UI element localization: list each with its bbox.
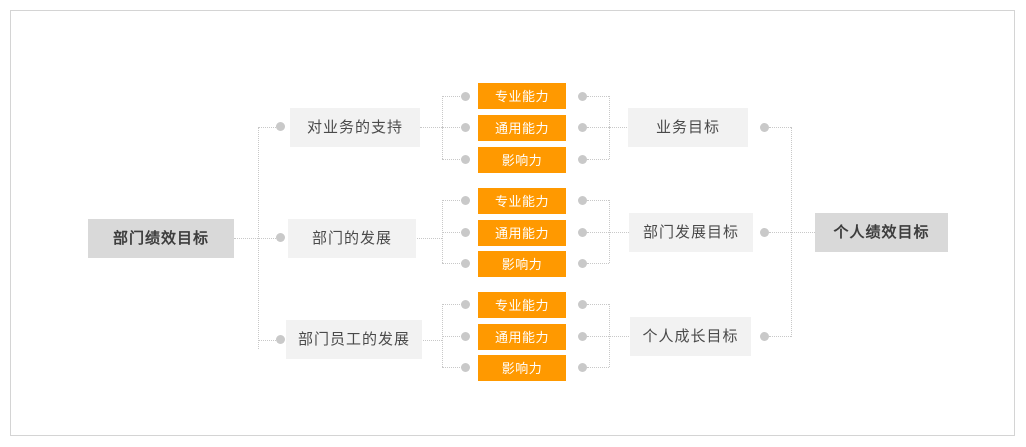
connector-dot-b2-skill-2 xyxy=(461,228,470,237)
root-node-department-performance-goal[interactable]: 部门绩效目标 xyxy=(88,219,234,258)
connector-dot-branch-2 xyxy=(276,233,285,242)
branch-node-business-support[interactable]: 对业务的支持 xyxy=(290,108,420,147)
connector-final-stub xyxy=(791,232,815,233)
connector-dot-b2-out-3 xyxy=(578,259,587,268)
connector-dot-branch-1 xyxy=(276,122,285,131)
goal-node-business-goal[interactable]: 业务目标 xyxy=(628,108,748,147)
skill-node-influence-2[interactable]: 影响力 xyxy=(478,251,566,277)
connector-branch-1-stub xyxy=(420,127,442,128)
connector-dot-b3-out-3 xyxy=(578,363,587,372)
goal-node-personal-growth-goal[interactable]: 个人成长目标 xyxy=(630,317,751,356)
connector-dot-b1-skill-3 xyxy=(461,155,470,164)
connector-branch-2-skill-1 xyxy=(442,200,464,201)
connector-b2-out-3 xyxy=(587,263,609,264)
connector-b1-out-2 xyxy=(587,127,609,128)
connector-root-to-branch-1 xyxy=(258,127,280,128)
connector-dot-b3-skill-3 xyxy=(461,363,470,372)
connector-branch-3-skill-2 xyxy=(442,336,464,337)
connector-dot-b3-out-1 xyxy=(578,300,587,309)
connector-dot-b3-out-2 xyxy=(578,332,587,341)
connector-branch-3-stub xyxy=(421,340,442,341)
connector-b3-merge-spine xyxy=(609,304,610,367)
connector-branch-2-stub xyxy=(415,238,442,239)
connector-b3-to-goal xyxy=(609,336,629,337)
connector-b3-out-2 xyxy=(587,336,609,337)
skill-node-influence-1[interactable]: 影响力 xyxy=(478,147,566,173)
skill-node-general-competence-1[interactable]: 通用能力 xyxy=(478,115,566,141)
connector-branch-1-skill-1 xyxy=(442,96,464,97)
connector-b2-out-1 xyxy=(587,200,609,201)
skill-node-professional-competence-3[interactable]: 专业能力 xyxy=(478,292,566,318)
connector-branch-3-spine xyxy=(442,304,443,367)
connector-b1-out-1 xyxy=(587,96,609,97)
connector-root-stub xyxy=(234,238,258,239)
connector-dot-b2-skill-1 xyxy=(461,196,470,205)
connector-dot-b1-out-2 xyxy=(578,123,587,132)
connector-dot-b1-skill-2 xyxy=(461,123,470,132)
connector-root-to-branch-2 xyxy=(258,238,280,239)
connector-branch-2-spine xyxy=(442,200,443,263)
connector-branch-3-skill-3 xyxy=(442,367,464,368)
connector-goal-3-out xyxy=(769,336,791,337)
branch-node-department-development[interactable]: 部门的发展 xyxy=(288,219,416,258)
connector-goal-1-out xyxy=(769,127,791,128)
connector-root-to-branch-3 xyxy=(258,340,280,341)
connector-dot-branch-3 xyxy=(276,335,285,344)
connector-dot-goal-1-out xyxy=(760,123,769,132)
connector-dot-goal-3-out xyxy=(760,332,769,341)
connector-dot-b2-out-2 xyxy=(578,228,587,237)
connector-dot-b1-skill-1 xyxy=(461,92,470,101)
connector-branch-2-skill-2 xyxy=(442,232,464,233)
connector-dot-b2-skill-3 xyxy=(461,259,470,268)
connector-b3-out-1 xyxy=(587,304,609,305)
connector-b2-out-2 xyxy=(587,232,609,233)
connector-dot-b1-out-3 xyxy=(578,155,587,164)
connector-b1-to-goal xyxy=(609,127,629,128)
skill-node-general-competence-2[interactable]: 通用能力 xyxy=(478,220,566,246)
connector-b2-merge-spine xyxy=(609,200,610,263)
connector-branch-1-skill-3 xyxy=(442,159,464,160)
connector-dot-b2-out-1 xyxy=(578,196,587,205)
skill-node-influence-3[interactable]: 影响力 xyxy=(478,355,566,381)
connector-dot-goal-2-out xyxy=(760,228,769,237)
goal-node-department-development-goal[interactable]: 部门发展目标 xyxy=(629,213,753,252)
connector-b1-out-3 xyxy=(587,159,609,160)
connector-goal-2-out xyxy=(769,232,791,233)
skill-node-general-competence-3[interactable]: 通用能力 xyxy=(478,324,566,350)
final-node-individual-performance-goal[interactable]: 个人绩效目标 xyxy=(815,213,948,252)
connector-b2-to-goal xyxy=(609,232,631,233)
connector-dot-b1-out-1 xyxy=(578,92,587,101)
connector-branch-2-skill-3 xyxy=(442,263,464,264)
skill-node-professional-competence-1[interactable]: 专业能力 xyxy=(478,83,566,109)
connector-dot-b3-skill-2 xyxy=(461,332,470,341)
connector-branch-1-skill-2 xyxy=(442,127,464,128)
connector-dot-b3-skill-1 xyxy=(461,300,470,309)
connector-b3-out-3 xyxy=(587,367,609,368)
connector-branch-3-skill-1 xyxy=(442,304,464,305)
skill-node-professional-competence-2[interactable]: 专业能力 xyxy=(478,188,566,214)
branch-node-employee-development[interactable]: 部门员工的发展 xyxy=(286,320,422,359)
